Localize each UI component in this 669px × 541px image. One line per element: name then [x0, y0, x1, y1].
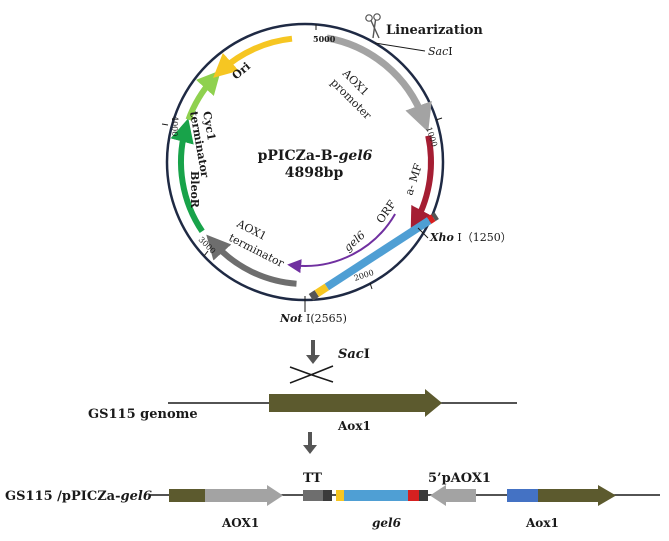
xho-site-line — [417, 227, 429, 239]
gel6-label: gel6 — [341, 228, 368, 254]
tick-mark — [435, 117, 443, 121]
ori-arrow — [213, 35, 293, 78]
tick-label-5000: 5000 — [313, 34, 336, 44]
insert-blue-block — [324, 217, 432, 291]
aox1-left-arrow — [205, 485, 283, 506]
gel6-blue-block — [344, 490, 408, 501]
tick-mark — [161, 123, 169, 126]
dark-block — [323, 490, 332, 501]
sac-site-line — [374, 42, 426, 52]
recombinant-label: GS115 /pPICZa-gel6 — [5, 489, 152, 504]
insert-yellow-block — [314, 283, 330, 297]
genome-label: GS115 genome — [88, 407, 198, 422]
alpha-mf-label: a- MF — [402, 161, 425, 196]
orf-arrow — [287, 213, 396, 274]
p5aox1-label: 5’pAOX1 — [428, 471, 491, 486]
bleor-arrow — [170, 118, 205, 233]
plasmid-size: 4898bp — [285, 165, 344, 181]
aox1-right-label: Aox1 — [525, 516, 559, 530]
not-site-label: Not I(2565) — [279, 312, 347, 325]
plasmid-name: pPICZa-B-gel6 — [258, 148, 373, 164]
crossover-x-icon — [289, 365, 334, 384]
gel6-label: gel6 — [372, 516, 402, 530]
yellow-block — [336, 490, 344, 501]
insert-end-block — [431, 212, 439, 222]
insert-dark-block — [308, 290, 319, 301]
aox1-promoter-arrow — [326, 34, 432, 133]
xho-site-label: Xho I（1250） — [429, 231, 512, 244]
plasmid-sac-label: SacI — [428, 45, 453, 58]
orf-label: ORF — [374, 198, 399, 226]
gel6-insert — [308, 212, 439, 301]
linearization-label: Linearization — [386, 23, 483, 38]
aox1-terminator-arrow — [206, 234, 297, 287]
olive-block-left — [169, 489, 205, 502]
tt-label: TT — [303, 471, 322, 486]
genome-aox1-arrow — [269, 389, 442, 417]
down-arrow-icon — [303, 445, 317, 454]
bleor-label: BleoR — [188, 171, 201, 209]
red-block — [408, 490, 419, 501]
dark-end-block — [419, 490, 428, 501]
digest-sac-label: SacI — [338, 347, 370, 362]
tick-label-4000: 4000 — [170, 116, 179, 136]
scissors-icon — [365, 13, 381, 39]
down-arrow-icon — [306, 355, 320, 364]
royal-blue-block — [507, 489, 538, 502]
genome-aox1-label: Aox1 — [337, 419, 371, 433]
aox1-left-label: AOX1 — [221, 516, 259, 530]
alpha-mf-arrow — [410, 135, 434, 232]
recombinant-track: GS115 /pPICZa-gel6 TT 5’pAOX1 AOX1 gel6 … — [5, 471, 660, 530]
insert-red-block — [427, 214, 436, 224]
p5aox1-arrow — [430, 485, 476, 506]
aox1-right-arrow — [538, 485, 616, 506]
tick-mark — [203, 250, 209, 257]
cyc1-terminator-label-line1: Cyc1 — [200, 110, 218, 141]
cyc1-terminator-arrow — [185, 70, 221, 121]
tt-block — [303, 490, 323, 501]
genome-track: GS115 genome Aox1 — [88, 389, 517, 454]
plasmid-map: 5000 1000 2000 3000 4000 pPICZa-B-gel6 4… — [161, 13, 512, 325]
digest-step: SacI — [289, 340, 370, 384]
tick-mark — [369, 282, 373, 290]
